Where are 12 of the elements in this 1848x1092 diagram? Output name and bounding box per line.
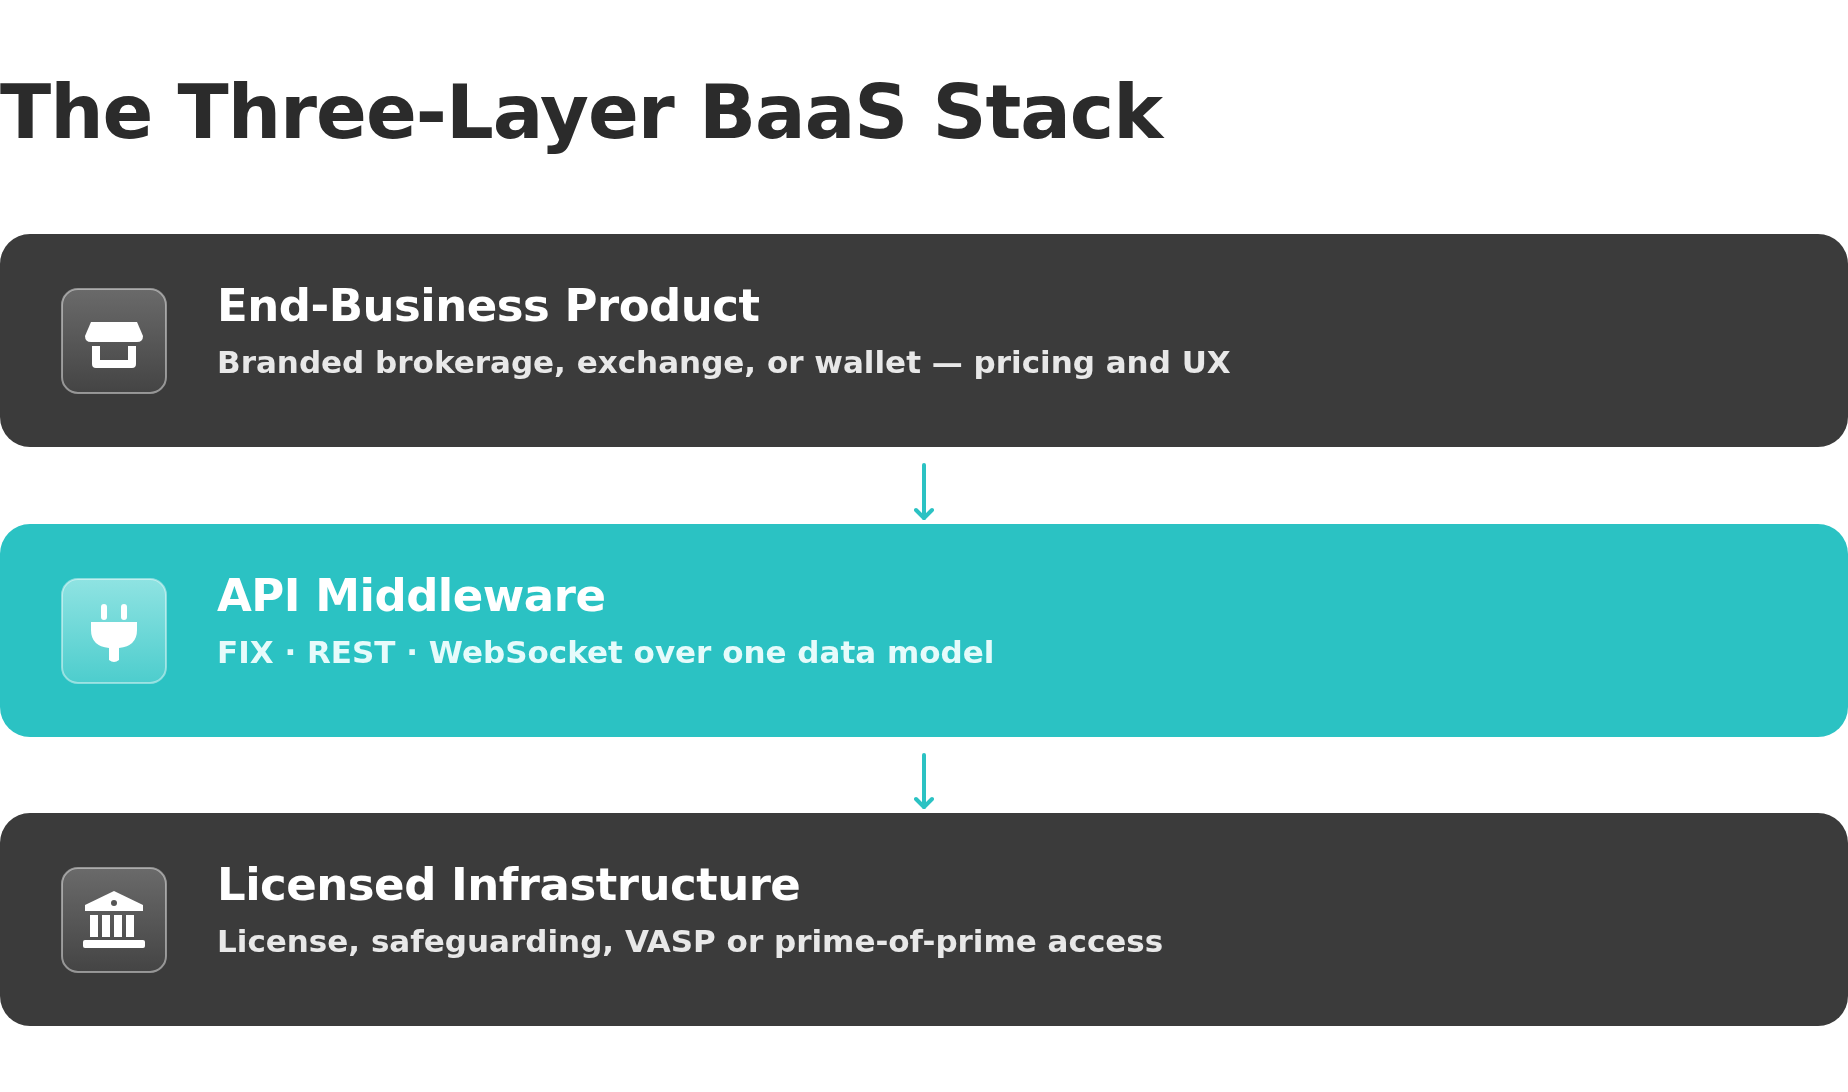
layer-band bbox=[0, 813, 1848, 1026]
layer-heading: API Middleware bbox=[217, 569, 606, 622]
layer-description: License, safeguarding, VASP or prime-of-prime access bbox=[217, 923, 1164, 959]
title: The Three-Layer BaaS Stack bbox=[0, 68, 1163, 156]
layer-heading: End-Business Product bbox=[217, 279, 760, 332]
layer-heading: Licensed Infrastructure bbox=[217, 858, 801, 911]
arrow bbox=[914, 753, 934, 809]
layer-description: FIX · REST · WebSocket over one data model bbox=[217, 634, 995, 670]
layer-band bbox=[0, 524, 1848, 737]
layer-description: Branded brokerage, exchange, or wallet — pricing and UX bbox=[217, 344, 1231, 380]
arrow bbox=[914, 463, 934, 520]
layer-band bbox=[0, 234, 1848, 447]
